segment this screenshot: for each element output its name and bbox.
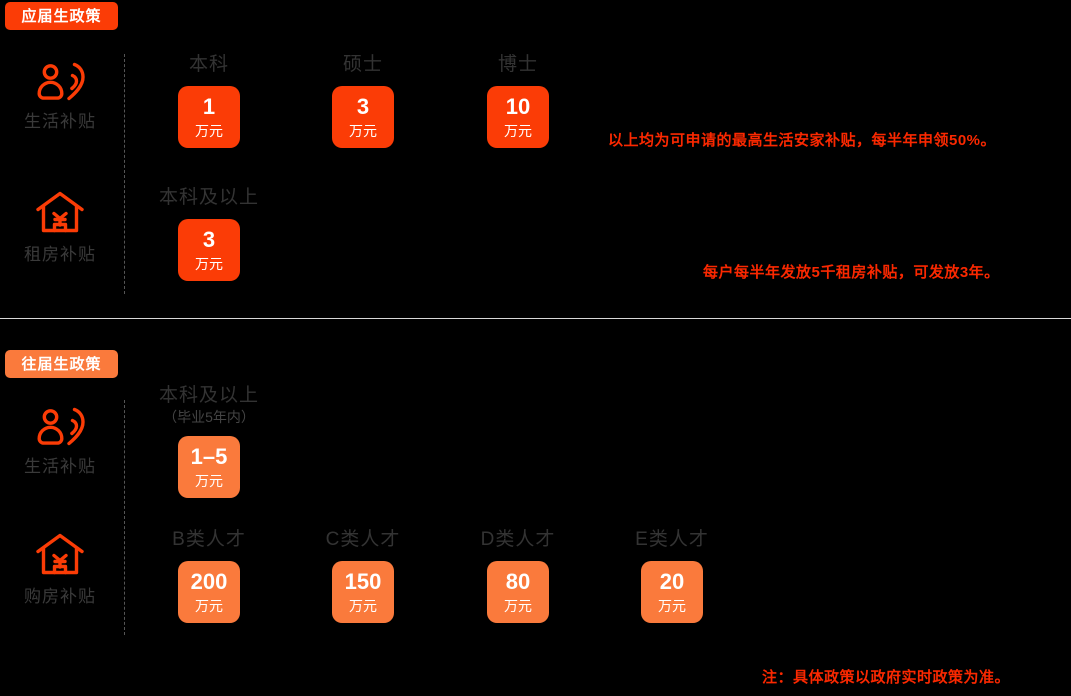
value-unit: 万元: [504, 122, 532, 139]
item-title: E类人才: [635, 529, 709, 550]
note-rent-subsidy-fresh: 每户每半年发放5千租房补贴，可发放3年。: [703, 264, 1000, 281]
value-unit: 万元: [349, 597, 377, 614]
value-box: 3 万元: [332, 85, 394, 148]
value-number: 80: [505, 568, 531, 594]
value-box: 1–5 万元: [178, 435, 240, 498]
item-title: C类人才: [325, 529, 401, 550]
value-unit: 万元: [195, 472, 223, 489]
value-box: 200 万元: [178, 560, 240, 623]
value-box: 150 万元: [332, 560, 394, 623]
item-purchase-talent-c: C类人才 150 万元: [304, 529, 422, 623]
note-living-allowance-fresh: 以上均为可申请的最高生活安家补贴，每半年申领50%。: [608, 132, 997, 149]
value-box: 1 万元: [178, 85, 240, 148]
vertical-dashed-separator-b: [124, 400, 125, 635]
house-yuan-icon: [34, 530, 86, 578]
item-title: 本科及以上: [158, 187, 259, 208]
value-box: 3 万元: [178, 218, 240, 281]
item-previous-living-bachelor-plus: 本科及以上 （毕业5年内） 1–5 万元: [150, 385, 268, 498]
item-title: 硕士: [342, 54, 383, 75]
value-number: 200: [190, 568, 228, 594]
category-label: 生活补贴: [24, 112, 96, 131]
item-purchase-talent-b: B类人才 200 万元: [150, 529, 268, 623]
value-number: 10: [505, 93, 531, 119]
item-title: 本科及以上: [158, 385, 259, 406]
item-title: D类人才: [480, 529, 556, 550]
section-badge-fresh-graduate: 应届生政策: [5, 2, 118, 30]
vertical-dashed-separator-a: [124, 54, 125, 294]
value-number: 3: [202, 226, 216, 252]
item-subtitle: （毕业5年内）: [163, 408, 255, 425]
value-box: 20 万元: [641, 560, 703, 623]
category-label: 租房补贴: [24, 245, 96, 264]
person-heart-icon: [34, 55, 86, 103]
item-fresh-living-bachelor: 本科 1 万元: [150, 54, 268, 148]
value-unit: 万元: [349, 122, 377, 139]
value-box: 10 万元: [487, 85, 549, 148]
category-living-allowance-fresh: 生活补贴: [0, 55, 120, 130]
item-title: B类人才: [172, 529, 246, 550]
value-unit: 万元: [658, 597, 686, 614]
item-fresh-living-doctor: 博士 10 万元: [459, 54, 577, 148]
category-home-purchase-subsidy: 购房补贴: [0, 530, 120, 605]
category-label: 生活补贴: [24, 457, 96, 476]
category-rent-subsidy-fresh: 租房补贴: [0, 188, 120, 263]
value-number: 150: [344, 568, 382, 594]
category-living-allowance-previous: 生活补贴: [0, 400, 120, 475]
item-purchase-talent-d: D类人才 80 万元: [459, 529, 577, 623]
section-divider: [0, 318, 1071, 319]
value-unit: 万元: [195, 122, 223, 139]
item-purchase-talent-e: E类人才 20 万元: [613, 529, 731, 623]
category-label: 购房补贴: [24, 587, 96, 606]
value-number: 1–5: [190, 443, 228, 469]
value-unit: 万元: [195, 597, 223, 614]
item-fresh-rent-bachelor-plus: 本科及以上 3 万元: [150, 187, 268, 281]
value-number: 20: [659, 568, 685, 594]
value-number: 1: [202, 93, 216, 119]
item-title: 本科: [188, 54, 229, 75]
value-unit: 万元: [195, 255, 223, 272]
value-box: 80 万元: [487, 560, 549, 623]
value-number: 3: [356, 93, 370, 119]
house-yuan-icon: [34, 188, 86, 236]
item-title: 博士: [497, 54, 538, 75]
footnote: 注：具体政策以政府实时政策为准。: [762, 669, 1011, 686]
section-badge-previous-graduate: 往届生政策: [5, 350, 118, 378]
value-unit: 万元: [504, 597, 532, 614]
item-fresh-living-master: 硕士 3 万元: [304, 54, 422, 148]
person-heart-icon: [34, 400, 86, 448]
